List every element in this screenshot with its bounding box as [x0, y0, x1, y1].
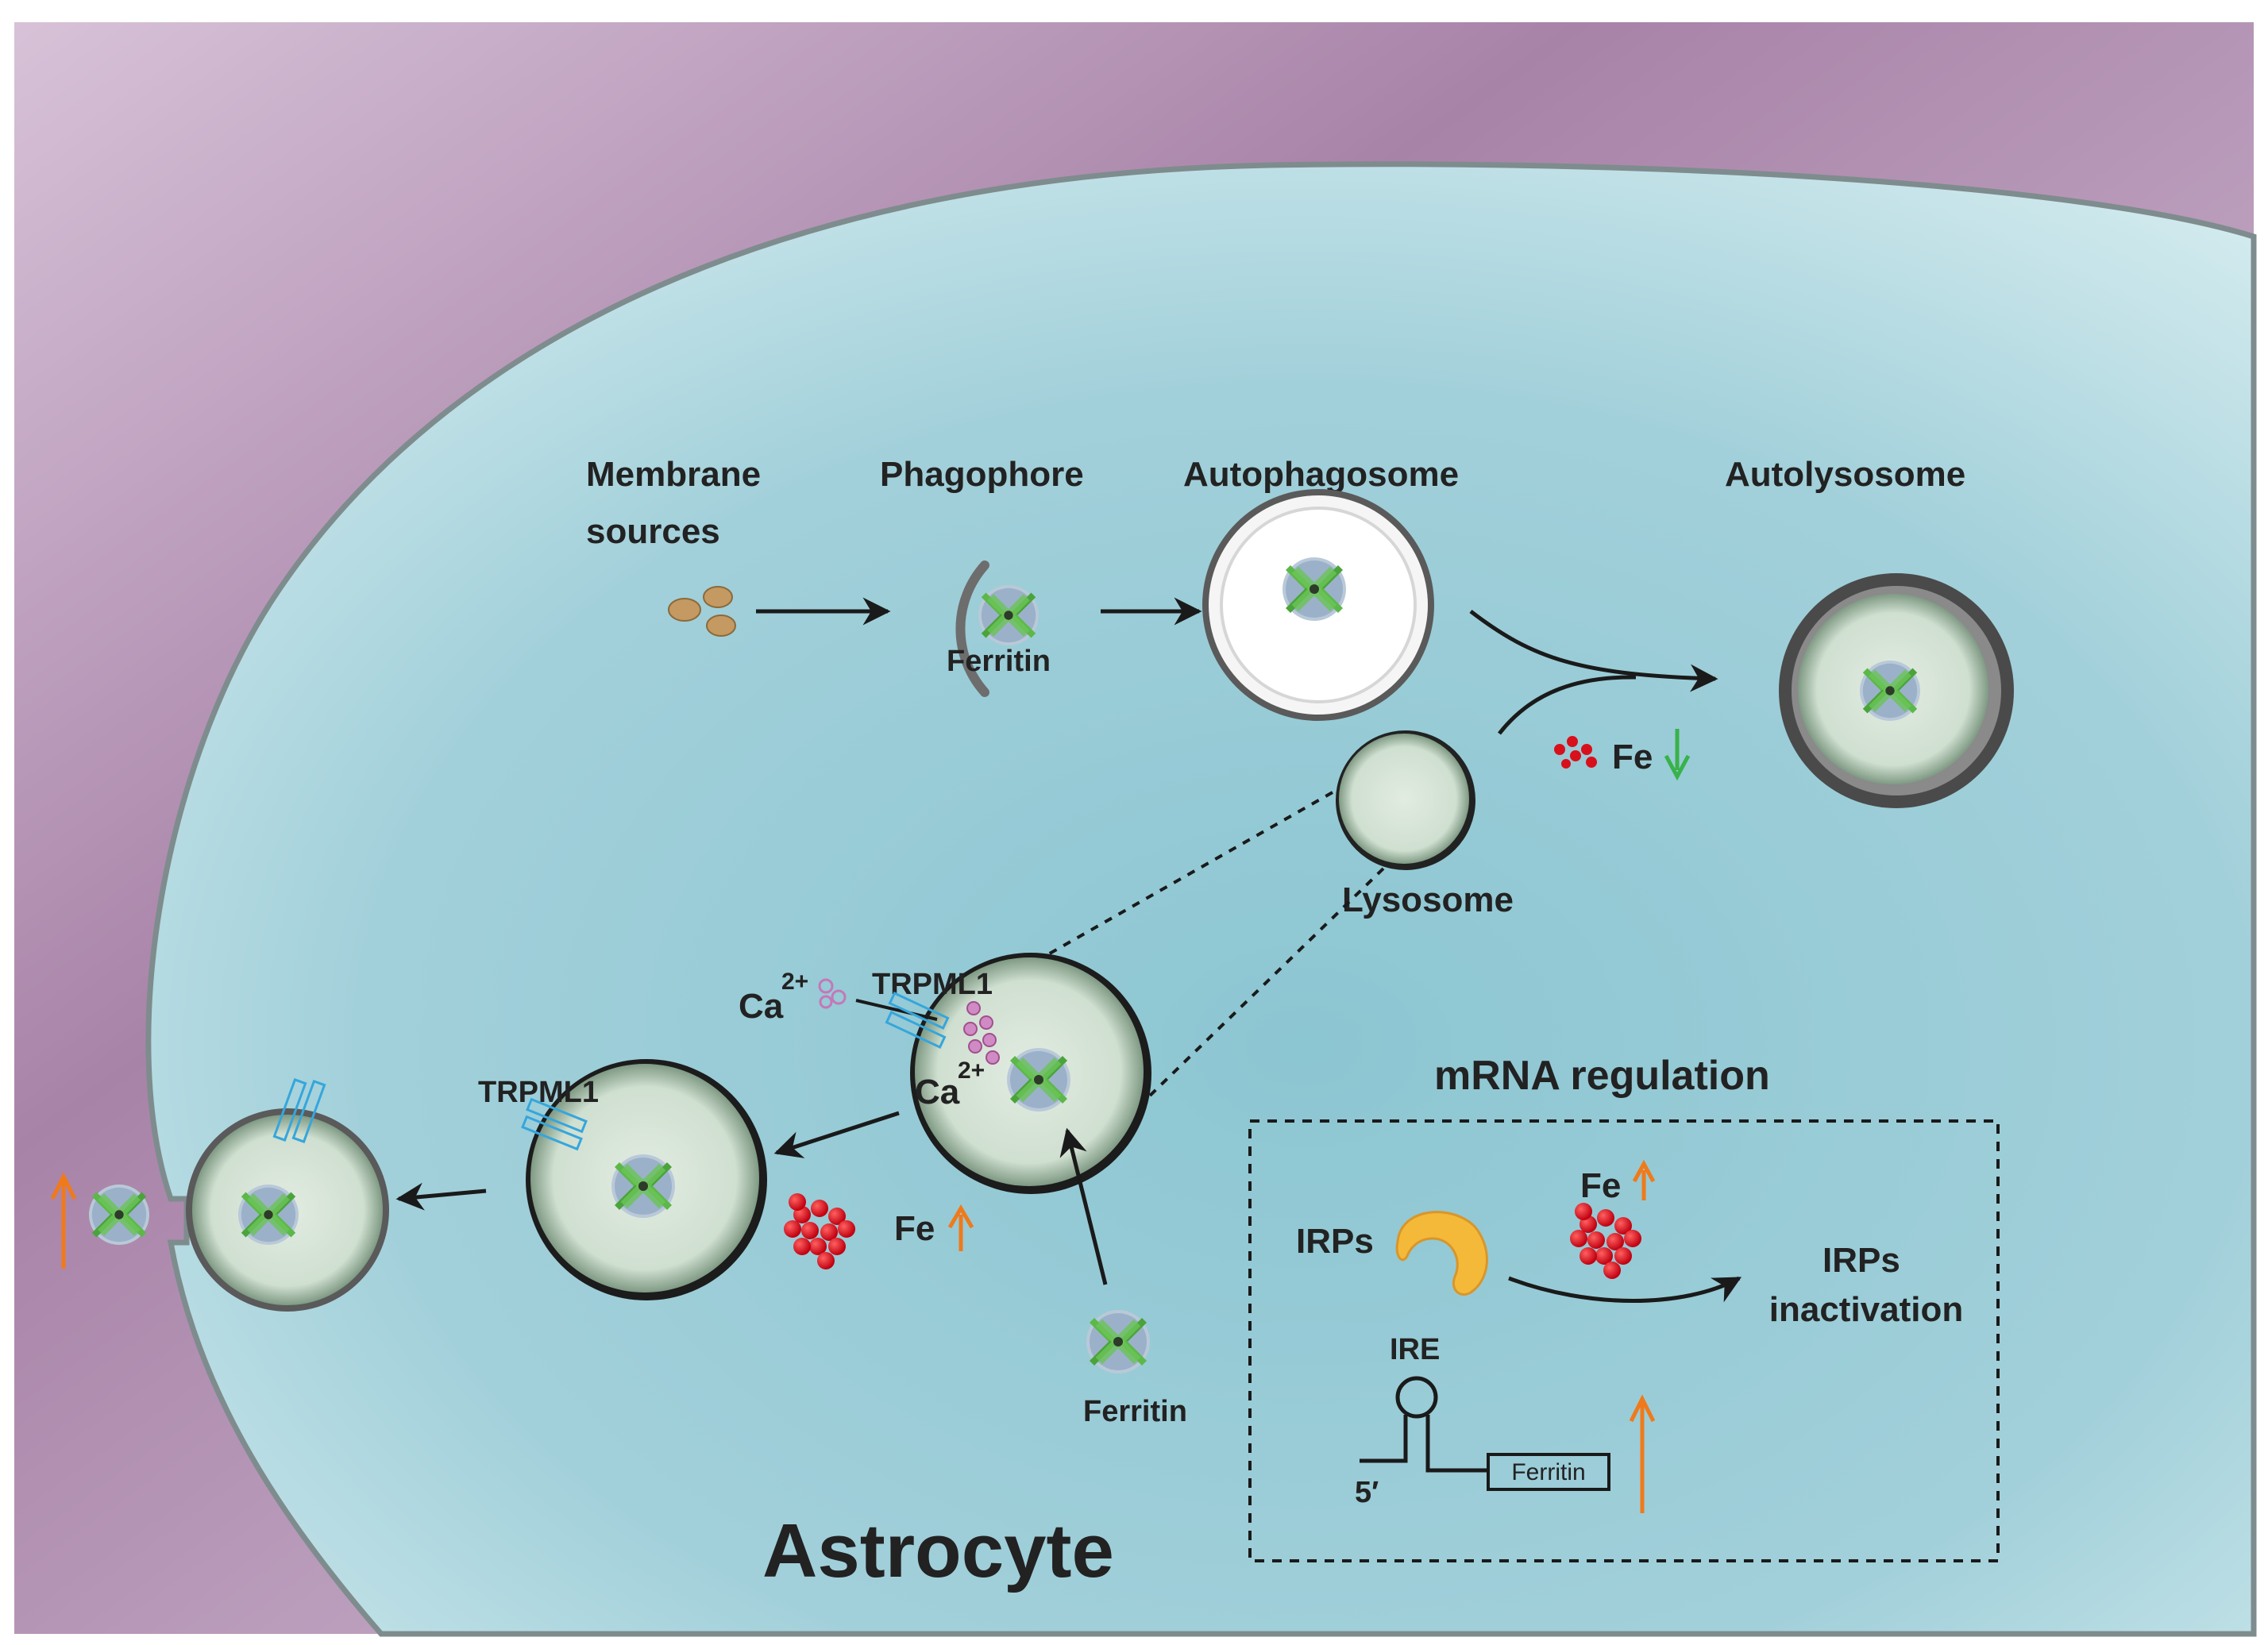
calcium-ions-outside-icon: [818, 978, 847, 1009]
autolysosome-icon: [1779, 573, 2014, 808]
irps-label: IRPs: [1296, 1222, 1374, 1261]
trpml1-label-b: TRPML1: [478, 1076, 599, 1109]
ferritin-bottom-label: Ferritin: [1083, 1395, 1187, 1428]
ferritin-icon: [1860, 661, 1920, 721]
ca-inside-superscript: 2+: [958, 1058, 985, 1084]
astrocyte-title: Astrocyte: [762, 1508, 1114, 1593]
trpml1-label-a: TRPML1: [872, 968, 993, 1001]
exocytic-vesicle-icon: [526, 1059, 767, 1300]
arrow-lysosome-to-vesicle: [773, 1111, 900, 1158]
ferritin-icon: [89, 1185, 149, 1245]
ire-stem-loop-icon: [1360, 1376, 1488, 1473]
autophagosome-label: Autophagosome: [1183, 455, 1459, 494]
ferritin-icon: [1086, 1310, 1150, 1373]
mrna-regulation-box: [1248, 1119, 2000, 1562]
down-arrow-icon: [1664, 729, 1691, 781]
ca-outside-superscript: 2+: [781, 969, 808, 995]
ferritin-icon: [978, 585, 1039, 645]
ire-label: IRE: [1390, 1333, 1440, 1366]
arrow-ferritin-to-lysosome: [1059, 1127, 1108, 1285]
ca-outside-label: Ca: [739, 987, 784, 1026]
arrow-lysosome-fusion: [1498, 675, 1637, 735]
trpml1-channel-icon: [272, 1077, 326, 1144]
trpml1-pointer-line: [855, 999, 938, 1021]
phagophore-membrane-icon: [955, 561, 989, 697]
fusing-vesicle-icon: [186, 1108, 389, 1312]
up-arrow-icon: [947, 1204, 974, 1251]
five-prime-label: 5′: [1355, 1476, 1379, 1509]
calcium-ions-inside-icon: [963, 1001, 1000, 1065]
phagophore-label: Phagophore: [880, 455, 1084, 494]
ferritin-gene-box: [1487, 1453, 1610, 1491]
lysosome-icon: [1336, 730, 1475, 870]
ca-inside-label: Ca: [915, 1073, 960, 1111]
arrow-vesicle-to-membrane: [395, 1182, 487, 1211]
ferritin-icon: [1282, 557, 1346, 621]
fe-box-label: Fe: [1580, 1166, 1621, 1205]
fe-down-label: Fe: [1612, 738, 1653, 776]
zoom-line-upper: [1025, 791, 1333, 969]
iron-small-cluster-icon: [1554, 736, 1597, 769]
lysosome-label: Lysosome: [1342, 880, 1514, 919]
irps-inactivation-label: IRPs inactivation: [1769, 1241, 1964, 1329]
up-arrow-icon: [50, 1172, 77, 1269]
ferritin-icon: [238, 1185, 299, 1245]
autolysosome-label: Autolysosome: [1725, 455, 1965, 494]
arrow-irps-inactivation: [1508, 1276, 1742, 1303]
irp-protein-icon: [1395, 1211, 1488, 1296]
mrna-regulation-title: mRNA regulation: [1434, 1053, 1770, 1099]
ferritin-top-label: Ferritin: [947, 645, 1051, 678]
ferritin-gene-label: Ferritin: [1511, 1459, 1585, 1485]
ferritin-icon: [1007, 1048, 1070, 1111]
membrane-sources-label: Membrane sources: [586, 455, 770, 551]
ferritin-icon: [611, 1154, 675, 1218]
autophagosome-icon: [1202, 489, 1434, 721]
trpml1-channel-icon: [521, 1097, 588, 1151]
fe-up-label: Fe: [894, 1209, 935, 1248]
up-arrow-icon: [1629, 1394, 1656, 1513]
membrane-sources-icon: [668, 586, 736, 637]
up-arrow-icon: [1632, 1159, 1656, 1200]
zoom-line-lower: [1148, 867, 1385, 1097]
arrow-autophagosome-fusion: [1469, 610, 1718, 692]
trpml1-channel-icon: [885, 992, 950, 1049]
